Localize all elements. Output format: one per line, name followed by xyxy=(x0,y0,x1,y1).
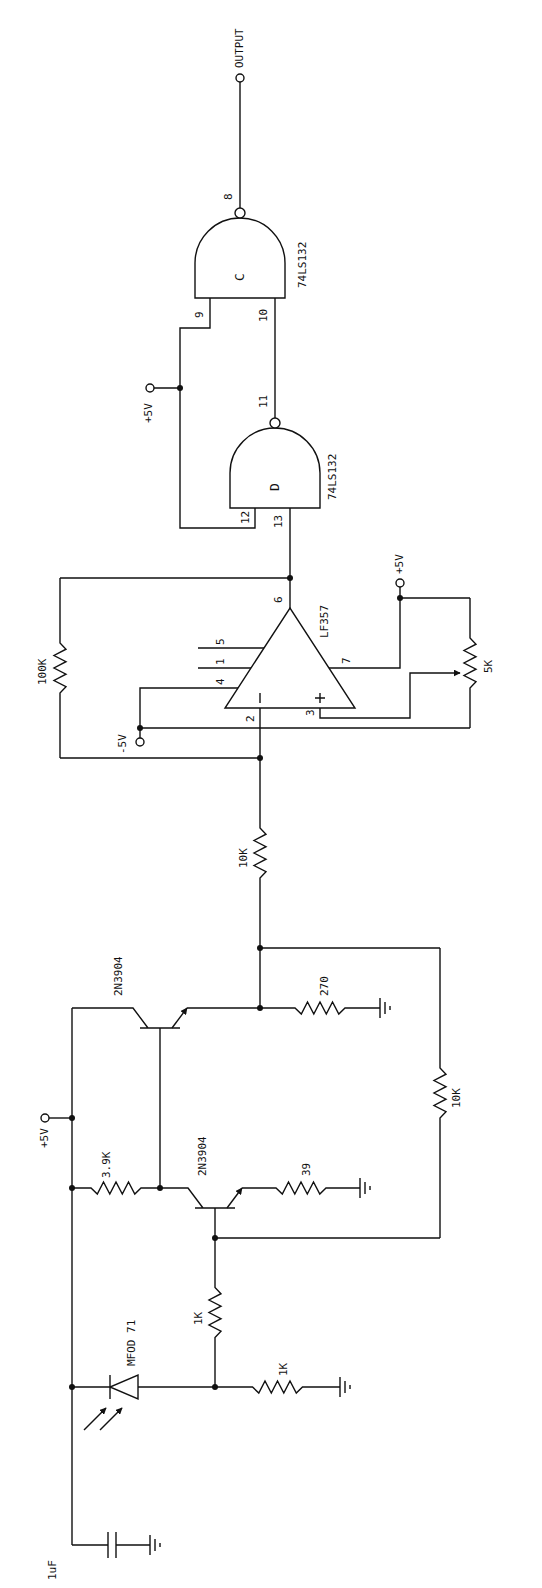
schematic-label: 1K xyxy=(192,1312,206,1325)
schematic-label: 3.9K xyxy=(100,1152,114,1179)
schematic-label: 2 xyxy=(244,715,258,722)
wire xyxy=(187,948,440,1238)
gate-wire xyxy=(274,298,275,418)
schematic-label: OUTPUT xyxy=(233,28,247,68)
schematic-label: 2N3904 xyxy=(112,956,126,996)
schematic-label: 39 xyxy=(300,1163,314,1176)
transistor-emitter xyxy=(227,1188,242,1208)
pot-wiper xyxy=(320,673,460,718)
transistor-symbol xyxy=(160,1188,235,1238)
resistor-symbol xyxy=(209,1238,221,1387)
terminal xyxy=(146,384,154,392)
inversion-bubble xyxy=(235,208,245,218)
schematic-label: 4 xyxy=(214,678,228,685)
schematic-label: 2N3904 xyxy=(196,1136,210,1176)
terminal xyxy=(41,1114,49,1122)
wire xyxy=(49,1117,72,1118)
resistor-symbol xyxy=(434,948,446,1238)
schematic-label: 100K xyxy=(36,659,50,686)
junction-dot xyxy=(397,595,403,601)
resistor-symbol xyxy=(242,1182,360,1194)
gate-name: C xyxy=(232,273,248,281)
schematic-label: 1 xyxy=(214,658,228,665)
opamp-symbol xyxy=(225,608,355,708)
gate-outline xyxy=(230,418,320,508)
schematic-label: 5K xyxy=(482,660,496,673)
gate-name: D xyxy=(267,483,283,491)
schematic-label: +5V xyxy=(142,403,156,423)
terminal xyxy=(136,738,144,746)
schematic-label: 270 xyxy=(318,976,332,996)
schematic-label: 10K xyxy=(237,848,251,868)
terminal xyxy=(236,74,244,82)
schematic-label: 5 xyxy=(214,638,228,645)
ground-symbol xyxy=(360,1178,370,1198)
schematic-label: 12 xyxy=(239,511,253,524)
supply-rail xyxy=(71,1008,72,1545)
nand-gate: C xyxy=(195,208,285,298)
schematic-label: 10 xyxy=(257,309,271,322)
nand-gate: D xyxy=(230,418,320,508)
offset-pin xyxy=(198,648,264,668)
resistor-symbol xyxy=(260,1002,380,1014)
schematic-label: +5V xyxy=(393,554,407,574)
junction-dot xyxy=(177,385,183,391)
schematic-label: 11 xyxy=(257,395,271,408)
schematic-label: 6 xyxy=(272,596,286,603)
schematic-label: 1K xyxy=(277,1363,291,1376)
junction-dot xyxy=(69,385,403,1390)
ground-symbol xyxy=(380,998,390,1018)
resistor-symbol xyxy=(254,758,266,948)
schematic-label: 74LS132 xyxy=(296,242,310,288)
schematic-label: 3 xyxy=(304,709,318,716)
schematic-label: +5V xyxy=(38,1128,52,1148)
schematic-label: 7 xyxy=(340,657,354,664)
terminal xyxy=(41,74,404,1122)
resistor-symbol xyxy=(54,578,66,758)
ground-symbol xyxy=(150,1535,160,1555)
capacitor-symbol xyxy=(72,1532,150,1558)
schematic-label: 8 xyxy=(222,193,236,200)
resistor-symbol xyxy=(54,578,476,1393)
photodiode-symbol xyxy=(72,1375,215,1399)
inversion-bubble xyxy=(270,418,280,428)
wire xyxy=(60,508,290,758)
wire xyxy=(239,82,240,208)
junction-dot xyxy=(69,1115,75,1121)
transistor-symbol xyxy=(72,1008,180,1028)
wire xyxy=(49,82,470,1558)
gate-body xyxy=(230,428,320,508)
gate-outline xyxy=(195,208,285,298)
light-arrow xyxy=(100,1408,122,1430)
input-sign xyxy=(260,693,325,703)
resistor-symbol xyxy=(72,1182,160,1194)
schematic-label: MFOD 71 xyxy=(125,1320,139,1366)
resistor-symbol xyxy=(215,1381,340,1393)
schematic-label: -5V xyxy=(116,734,130,754)
schematic-label: LF357 xyxy=(318,605,332,638)
resistor-symbol xyxy=(464,598,476,728)
gate-body xyxy=(195,218,285,298)
junction-dot xyxy=(287,575,293,581)
schematic-label: 1uF xyxy=(46,1560,60,1580)
ground-symbol xyxy=(150,998,390,1555)
schematic-label: 74LS132 xyxy=(326,454,340,500)
junction-dot xyxy=(137,725,143,731)
junction-dot xyxy=(69,1384,75,1390)
ground-symbol xyxy=(340,1377,350,1397)
wire xyxy=(159,1028,160,1188)
schematic-label: 13 xyxy=(272,515,286,528)
schematic-label: 10K xyxy=(450,1088,464,1108)
wire xyxy=(140,587,470,738)
terminal xyxy=(396,579,404,587)
schematic-label: 9 xyxy=(193,311,207,318)
transistor-emitter xyxy=(172,1008,187,1028)
